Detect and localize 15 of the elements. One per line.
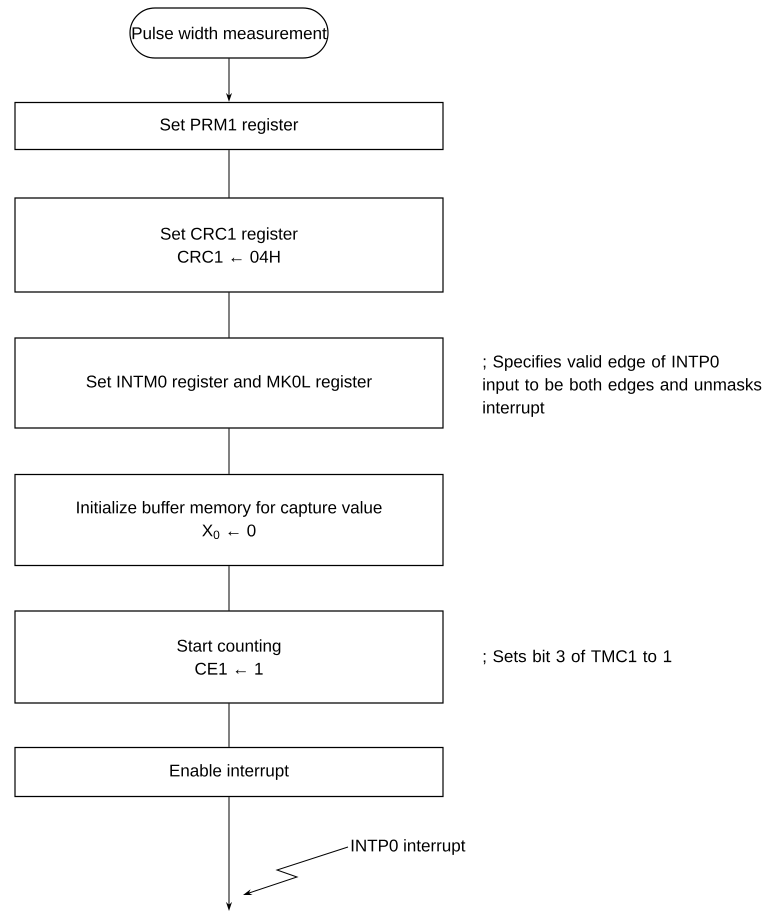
process-box: Set INTM0 register and MK0L register bbox=[14, 337, 444, 429]
flow-line bbox=[228, 566, 230, 611]
note-text: ; Specifies valid edge of INTP0 input to be both edges and unmasks interrupt bbox=[483, 355, 762, 417]
start-terminal: Pulse width measurement bbox=[129, 7, 329, 59]
process-box: Start counting CE1 ← 1 bbox=[14, 610, 444, 704]
note-text: ; Sets bit 3 of TMC1 to 1 bbox=[484, 650, 672, 664]
process-box: Set CRC1 register CRC1 ← 04H bbox=[14, 197, 444, 293]
flow-line bbox=[228, 428, 230, 474]
process-box: Set PRM1 register bbox=[14, 102, 444, 150]
interrupt-label: INTP0 interrupt bbox=[352, 839, 466, 855]
process-box: Enable interrupt bbox=[14, 746, 444, 798]
process-box: Initialize buffer memory for capture value X$_{0}$ ← 0 bbox=[14, 474, 444, 566]
flow-line bbox=[228, 292, 230, 338]
flow-line bbox=[228, 150, 230, 198]
flow-line bbox=[228, 703, 230, 748]
